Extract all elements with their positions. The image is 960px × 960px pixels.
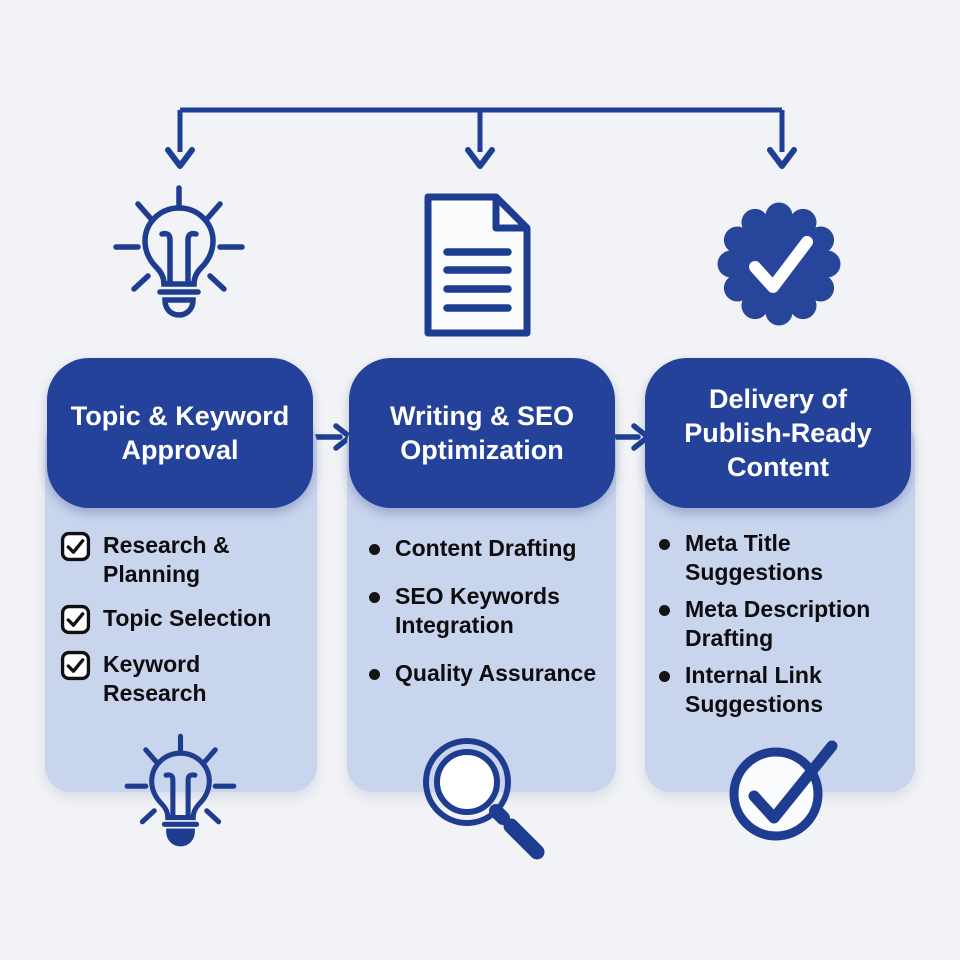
list-item-label: Quality Assurance: [395, 660, 597, 686]
stage-1-title: Topic & Keyword Approval: [70, 400, 290, 465]
list-item: Keyword Research: [60, 650, 310, 708]
list-item-label: Meta Title Suggestions: [685, 530, 824, 585]
list-item-label: Content Drafting: [395, 535, 577, 561]
bullet-dot: [659, 539, 670, 550]
list-item-label: Topic Selection: [103, 605, 272, 631]
circle-check-icon: [729, 740, 838, 841]
list-item-label: Keyword Research: [103, 651, 207, 706]
list-item: Quality Assurance: [366, 659, 610, 688]
bullet-dot: [659, 671, 670, 682]
document-icon: [424, 193, 531, 337]
arrow-down-right: [767, 147, 797, 169]
stage-3-header: Delivery of Publish-Ready Content: [645, 358, 911, 508]
list-item-label: Research & Planning: [103, 532, 230, 587]
checkbox-checked-icon: [60, 650, 91, 681]
magnifier-icon: [423, 738, 545, 860]
stage-1-header: Topic & Keyword Approval: [47, 358, 313, 508]
list-item: Topic Selection: [60, 604, 310, 635]
list-item: SEO Keywords Integration: [366, 582, 610, 640]
bullet-dot: [369, 592, 380, 603]
list-item-label: Meta Description Drafting: [685, 596, 871, 651]
stage-1-list: Research & Planning Topic Selection Keyw…: [60, 531, 310, 708]
lightbulb-icon: [113, 185, 245, 318]
list-item: Content Drafting: [366, 534, 610, 563]
list-item: Meta Description Drafting: [656, 595, 910, 653]
list-item: Meta Title Suggestions: [656, 529, 910, 587]
stage-3-title: Delivery of Publish-Ready Content: [684, 383, 872, 483]
stage-3-list: Meta Title Suggestions Meta Description …: [656, 529, 910, 719]
arrow-down-middle: [465, 147, 495, 169]
verified-badge-icon: [717, 202, 841, 326]
bullet-dot: [369, 669, 380, 680]
lightbulb-icon: [124, 733, 237, 847]
list-item: Internal Link Suggestions: [656, 661, 910, 719]
checkbox-checked-icon: [60, 604, 91, 635]
checkbox-checked-icon: [60, 531, 91, 562]
stage-2-title: Writing & SEO Optimization: [389, 400, 574, 465]
bullet-dot: [369, 544, 380, 555]
list-item-label: Internal Link Suggestions: [685, 662, 824, 717]
arrow-down-left: [165, 147, 195, 169]
stage-2-header: Writing & SEO Optimization: [349, 358, 615, 508]
stage-2-list: Content Drafting SEO Keywords Integratio…: [366, 534, 610, 688]
bullet-dot: [659, 605, 670, 616]
list-item: Research & Planning: [60, 531, 310, 589]
list-item-label: SEO Keywords Integration: [395, 583, 560, 638]
